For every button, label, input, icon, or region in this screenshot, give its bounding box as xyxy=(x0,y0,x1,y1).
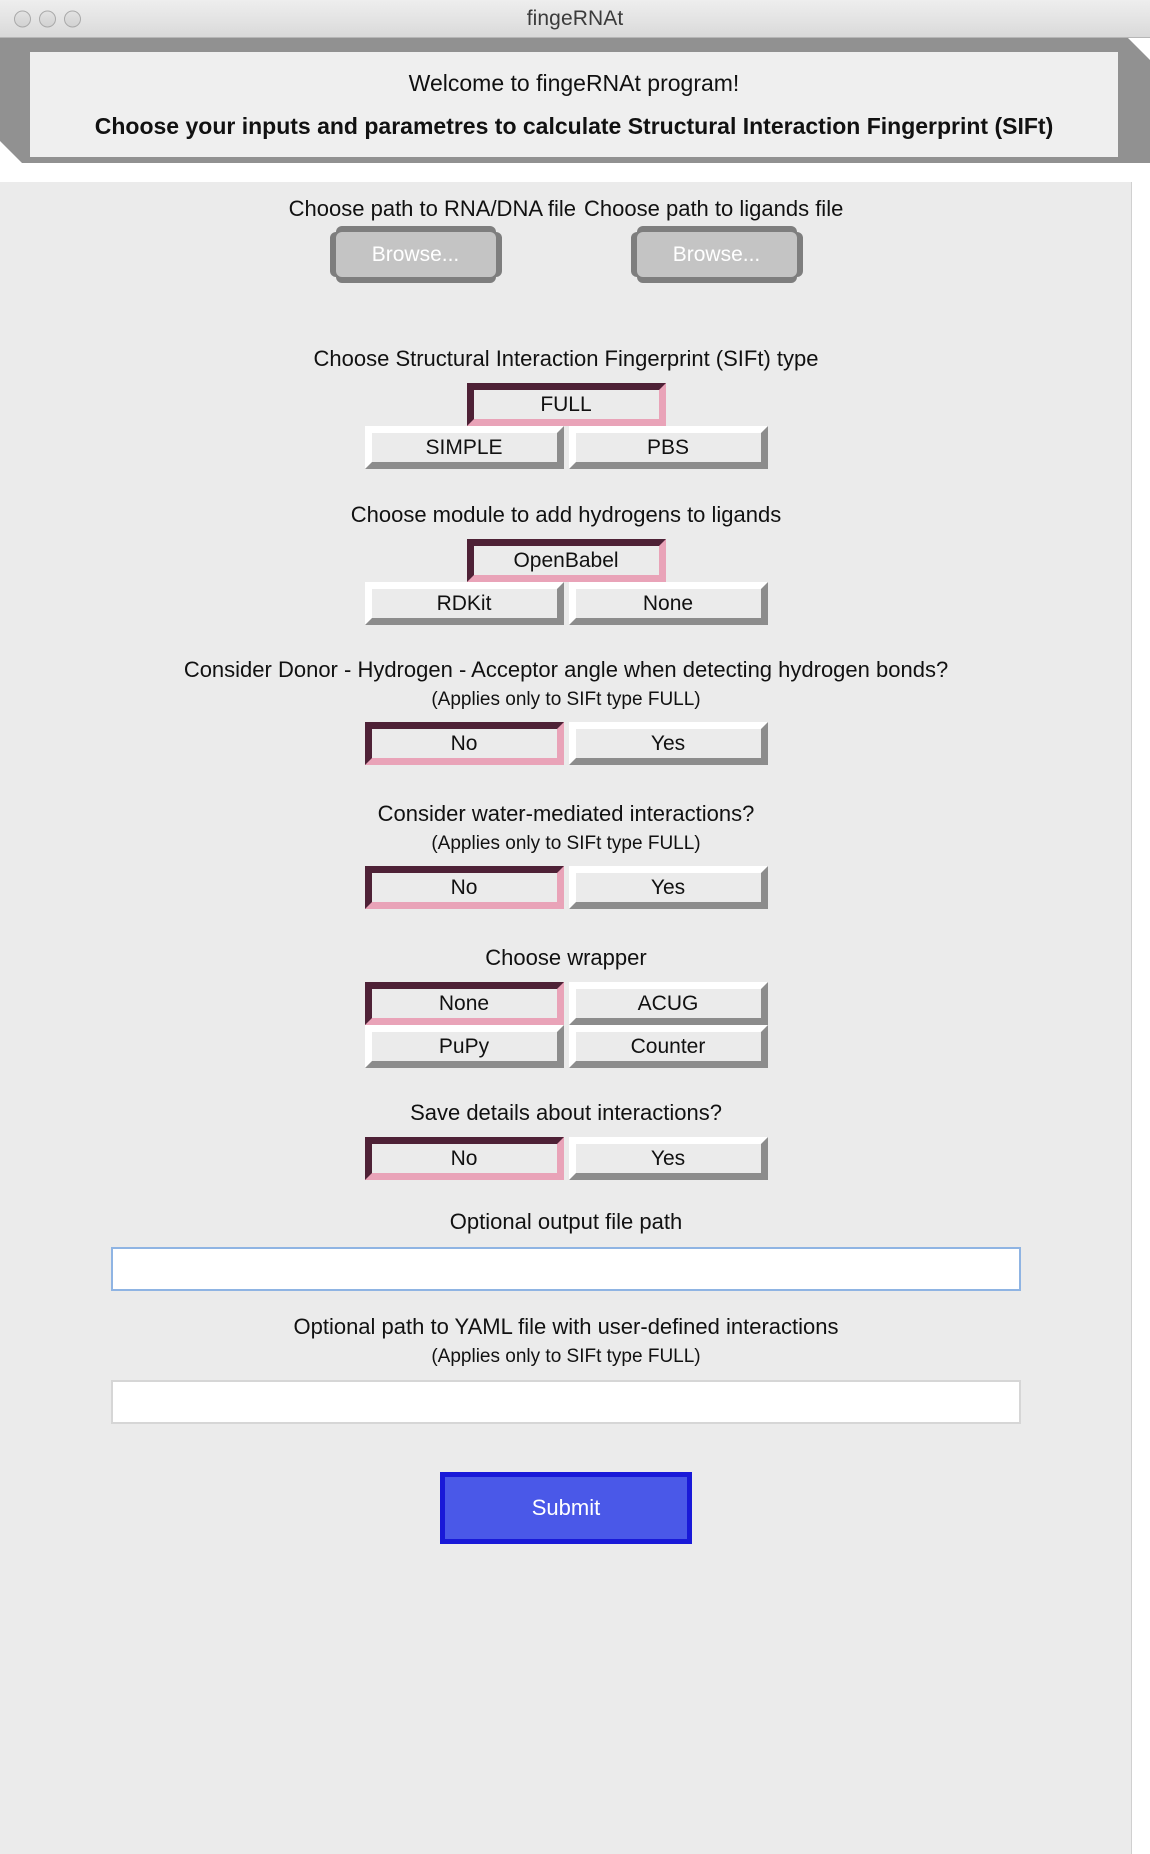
main-form: Choose path to RNA/DNA file Choose path … xyxy=(0,182,1150,1854)
output-path-label: Optional output file path xyxy=(449,1209,683,1234)
hydrogen-module-option-none[interactable]: None xyxy=(568,582,768,625)
dha-angle-buttons: No Yes xyxy=(0,722,1132,765)
water-mediated-option-yes[interactable]: Yes xyxy=(568,866,768,909)
sift-type-option-simple[interactable]: SIMPLE xyxy=(364,426,564,469)
rna-browse-button[interactable]: Browse... xyxy=(335,232,496,277)
wrapper-option-none[interactable]: None xyxy=(364,982,564,1025)
water-mediated-option-no[interactable]: No xyxy=(364,866,564,909)
water-mediated-note: (Applies only to SIFt type FULL) xyxy=(431,833,701,854)
wrapper-title: Choose wrapper xyxy=(485,945,647,970)
wrapper-option-pupy[interactable]: PuPy xyxy=(364,1025,564,1068)
yaml-path-input[interactable] xyxy=(111,1380,1021,1424)
submit-section: Submit xyxy=(0,1472,1132,1544)
hydrogen-module-title: Choose module to add hydrogens to ligand… xyxy=(350,502,782,527)
water-mediated-buttons: No Yes xyxy=(0,866,1132,909)
water-mediated-title: Consider water-mediated interactions? xyxy=(377,801,755,826)
save-details-title: Save details about interactions? xyxy=(410,1100,722,1125)
sift-type-buttons: FULL SIMPLE PBS xyxy=(0,383,1132,469)
save-details-option-yes[interactable]: Yes xyxy=(568,1137,768,1180)
sift-type-option-full[interactable]: FULL xyxy=(466,383,666,426)
minimize-button[interactable] xyxy=(39,10,56,27)
file-input-section: Choose path to RNA/DNA file Choose path … xyxy=(0,196,1132,277)
water-mediated-group: Consider water-mediated interactions? (A… xyxy=(0,801,1132,909)
sift-type-title: Choose Structural Interaction Fingerprin… xyxy=(313,346,819,371)
right-margin xyxy=(1132,182,1150,1854)
dha-angle-group: Consider Donor - Hydrogen - Acceptor ang… xyxy=(0,657,1132,765)
sift-type-option-pbs[interactable]: PBS xyxy=(568,426,768,469)
save-details-option-no[interactable]: No xyxy=(364,1137,564,1180)
hydrogen-module-option-rdkit[interactable]: RDKit xyxy=(364,582,564,625)
window-title: fingeRNAt xyxy=(526,6,624,30)
browse-button-row: Browse... Browse... xyxy=(0,232,1132,277)
rna-file-label: Choose path to RNA/DNA file xyxy=(288,196,577,221)
dha-angle-option-no[interactable]: No xyxy=(364,722,564,765)
output-path-section: Optional output file path xyxy=(0,1209,1132,1291)
wrapper-option-counter[interactable]: Counter xyxy=(568,1025,768,1068)
welcome-text: Welcome to fingeRNAt program! xyxy=(408,69,740,96)
hydrogen-module-buttons: OpenBabel RDKit None xyxy=(0,539,1132,625)
file-input-labels: Choose path to RNA/DNA file Choose path … xyxy=(0,196,1132,222)
welcome-banner: Welcome to fingeRNAt program! Choose you… xyxy=(30,52,1118,157)
save-details-group: Save details about interactions? No Yes xyxy=(0,1100,1132,1180)
instruction-text: Choose your inputs and parametres to cal… xyxy=(94,112,1054,139)
save-details-buttons: No Yes xyxy=(0,1137,1132,1180)
title-bar: fingeRNAt xyxy=(0,0,1150,38)
zoom-button[interactable] xyxy=(64,10,81,27)
yaml-path-section: Optional path to YAML file with user-def… xyxy=(0,1314,1132,1424)
wrapper-buttons: None ACUG PuPy Counter xyxy=(0,982,1132,1068)
right-edge-divider xyxy=(1131,182,1132,1854)
ligands-file-label: Choose path to ligands file xyxy=(584,196,844,221)
dha-angle-note: (Applies only to SIFt type FULL) xyxy=(431,689,701,710)
dha-angle-title: Consider Donor - Hydrogen - Acceptor ang… xyxy=(183,657,949,682)
close-button[interactable] xyxy=(14,10,31,27)
window-controls xyxy=(14,10,81,27)
hydrogen-module-group: Choose module to add hydrogens to ligand… xyxy=(0,502,1132,625)
wrapper-option-acug[interactable]: ACUG xyxy=(568,982,768,1025)
sift-type-group: Choose Structural Interaction Fingerprin… xyxy=(0,346,1132,469)
submit-button[interactable]: Submit xyxy=(440,1472,692,1544)
hydrogen-module-option-openbabel[interactable]: OpenBabel xyxy=(466,539,666,582)
yaml-path-note: (Applies only to SIFt type FULL) xyxy=(431,1346,701,1367)
output-path-input[interactable] xyxy=(111,1247,1021,1291)
ligands-browse-button[interactable]: Browse... xyxy=(636,232,797,277)
dha-angle-option-yes[interactable]: Yes xyxy=(568,722,768,765)
wrapper-group: Choose wrapper None ACUG PuPy Counter xyxy=(0,945,1132,1068)
yaml-path-label: Optional path to YAML file with user-def… xyxy=(293,1314,839,1339)
